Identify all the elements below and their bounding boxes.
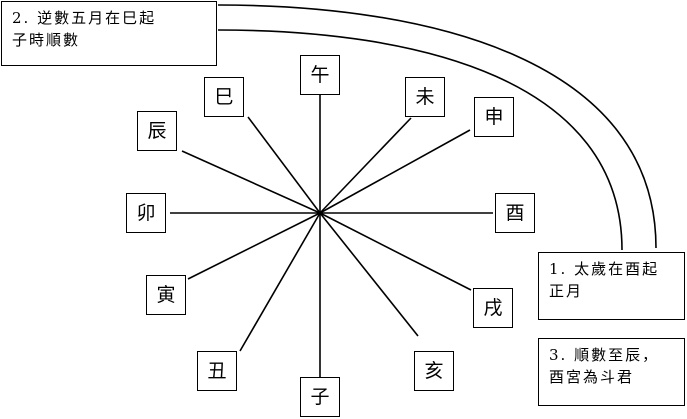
branch-chou: 丑 <box>197 351 237 391</box>
connector-arc-inner <box>217 29 623 251</box>
branch-hai-label: 亥 <box>424 359 444 382</box>
spoke-hai <box>319 212 419 337</box>
branch-zi-label: 子 <box>310 385 330 408</box>
connector-arc-outer <box>217 4 657 249</box>
branch-wu: 午 <box>300 55 340 95</box>
spoke-chou <box>239 212 321 352</box>
radial-spokes <box>170 95 493 377</box>
note-box-3: 3. 順數至辰， 酉宮為斗君 <box>538 338 685 406</box>
note-3-line-1: 3. 順數至辰， <box>549 346 660 364</box>
branch-mao-label: 卯 <box>136 201 156 224</box>
branch-wu-label: 午 <box>310 63 330 86</box>
branch-chou-label: 丑 <box>207 359 227 382</box>
branch-zi: 子 <box>300 377 340 417</box>
branch-shen-label: 申 <box>484 105 504 128</box>
spoke-si <box>247 116 321 214</box>
branch-you: 酉 <box>495 193 535 233</box>
note-3-line-2: 酉宮為斗君 <box>549 368 635 386</box>
branch-shen: 申 <box>474 97 514 137</box>
branch-chen-label: 辰 <box>147 119 167 142</box>
branch-wei: 未 <box>405 77 445 117</box>
branch-xu: 戌 <box>473 288 513 328</box>
note-2-line-2: 子時順數 <box>12 31 81 49</box>
spoke-xu <box>319 212 472 291</box>
branch-chen: 辰 <box>137 111 177 151</box>
branch-yin: 寅 <box>146 275 186 315</box>
connector-arcs <box>217 4 657 251</box>
note-box-1: 1. 太歲在酉起 正月 <box>538 252 685 320</box>
branch-you-label: 酉 <box>505 201 525 224</box>
branch-hai: 亥 <box>414 351 454 391</box>
note-1-line-1: 1. 太歲在酉起 <box>549 260 660 278</box>
spoke-wei <box>319 117 412 214</box>
spoke-shen <box>319 129 471 214</box>
branch-xu-label: 戌 <box>483 296 503 319</box>
note-1-line-2: 正月 <box>549 282 584 300</box>
branch-mao: 卯 <box>126 193 166 233</box>
note-box-2: 2. 逆數五月在巳起 子時順數 <box>1 1 217 66</box>
branch-yin-label: 寅 <box>156 283 176 306</box>
branch-wei-label: 未 <box>415 85 435 108</box>
spoke-yin <box>187 212 321 280</box>
spoke-chen <box>181 150 321 214</box>
branch-si-label: 巳 <box>214 85 234 108</box>
note-2-line-1: 2. 逆數五月在巳起 <box>12 9 157 27</box>
branch-si: 巳 <box>204 77 244 117</box>
